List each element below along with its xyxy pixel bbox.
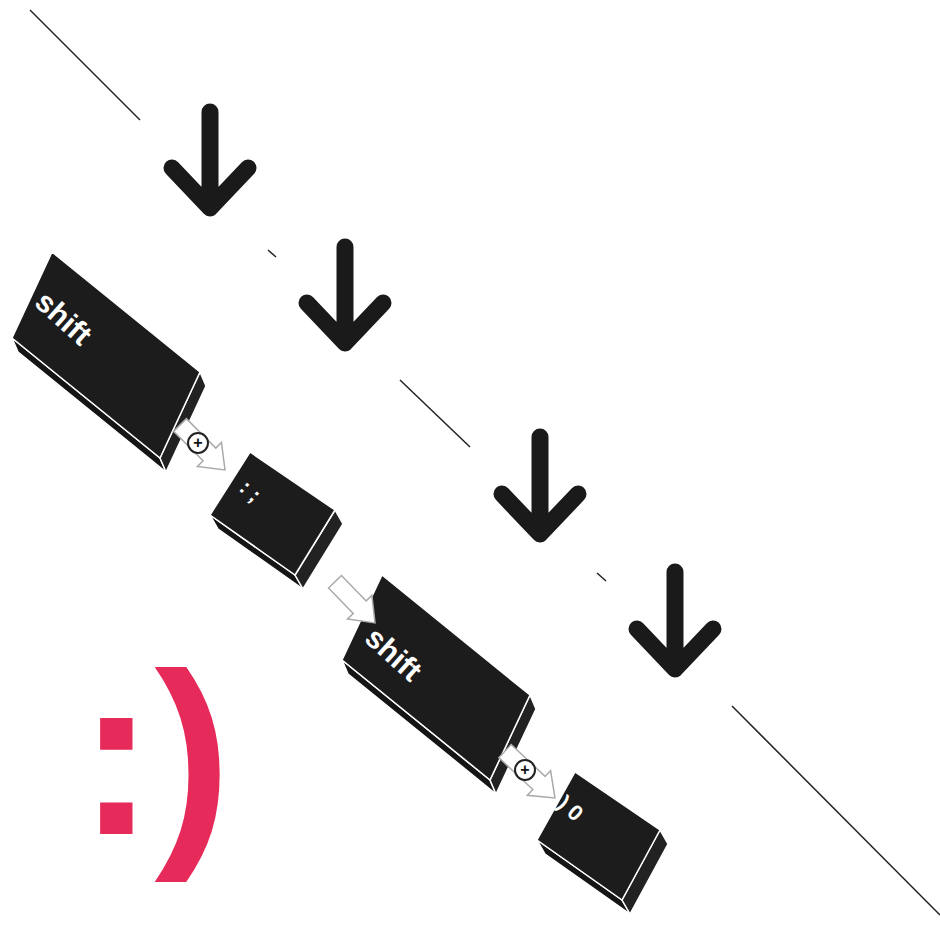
hollow-arrow [174, 419, 225, 470]
down-arrow [172, 112, 248, 208]
key-side [490, 695, 536, 794]
key-side [210, 515, 303, 589]
key-side [12, 338, 166, 472]
key-legend: )0 [553, 792, 587, 825]
key-top [12, 252, 200, 458]
key-side [160, 372, 206, 472]
key-side [295, 510, 343, 589]
hollow-arrow [499, 745, 555, 799]
key-legend: shift [360, 622, 427, 687]
key-side [342, 660, 496, 794]
plus-sign: + [514, 759, 536, 781]
down-arrow [307, 247, 383, 343]
line-segment [597, 573, 606, 581]
key-top [537, 772, 660, 900]
line-segment [268, 250, 276, 257]
line-segment [732, 706, 940, 915]
key-label: 0 [563, 801, 587, 826]
line-segment [30, 10, 140, 120]
down-arrows [172, 112, 713, 669]
line-segment [400, 380, 470, 447]
dash-line [30, 10, 940, 915]
key-label: shift [360, 622, 427, 687]
key-legend: shift [30, 286, 97, 351]
key-top [342, 575, 530, 780]
key-cap: shift [375, 615, 505, 765]
down-arrow [502, 437, 578, 534]
smiley-label: :) [78, 640, 231, 870]
key-top [210, 452, 335, 575]
hollow-arrow [329, 575, 375, 623]
plus-sign: + [187, 432, 209, 454]
key-legend: :; [235, 476, 265, 506]
key-cap: shift [30, 265, 180, 435]
down-arrow [637, 572, 713, 669]
key-label: shift [30, 286, 97, 351]
key-cap: :; [225, 465, 335, 585]
key-cap: )0 [555, 790, 655, 900]
key-side [537, 840, 630, 914]
key-side [622, 830, 668, 914]
